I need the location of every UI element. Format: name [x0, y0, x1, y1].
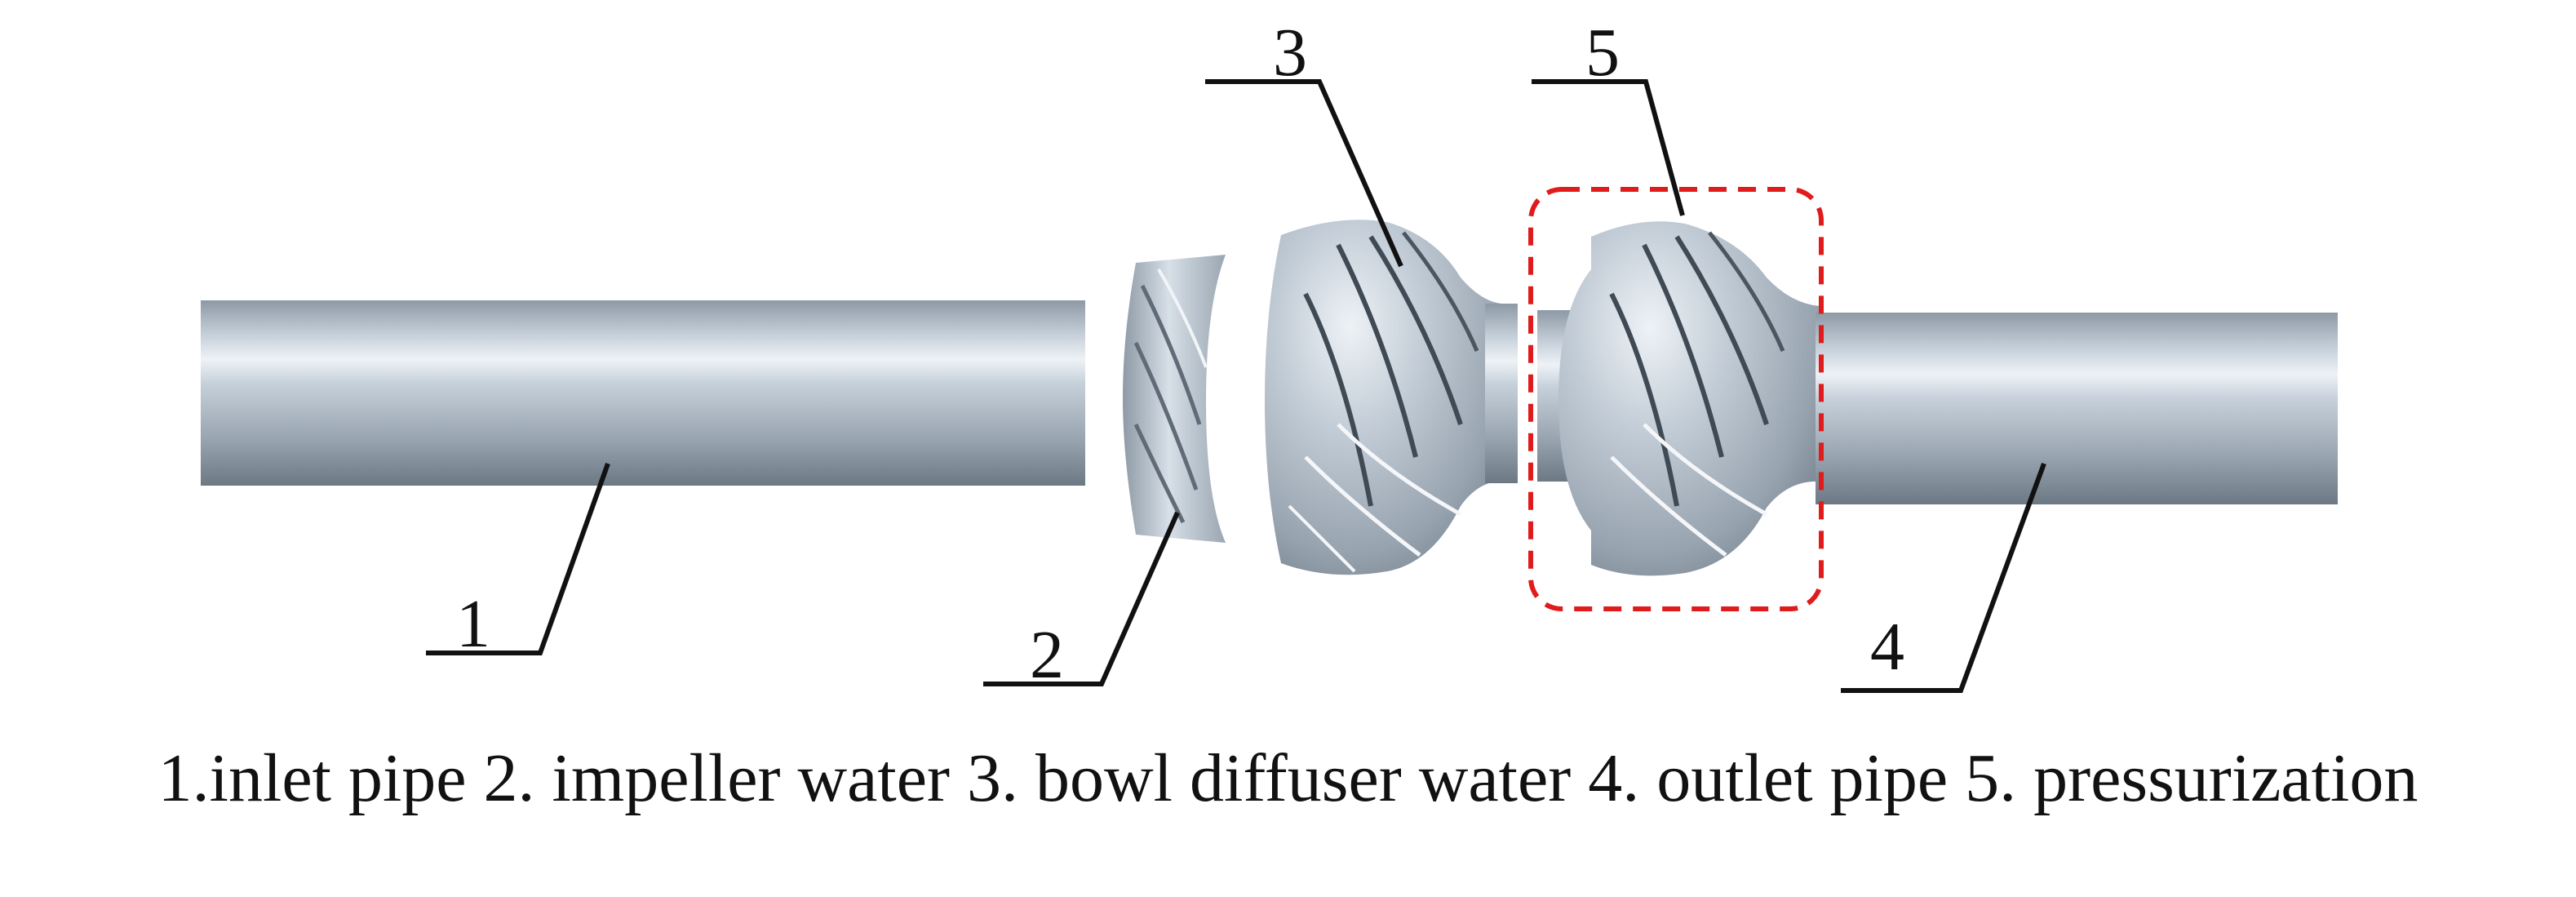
label-5: 5 [1585, 15, 1620, 91]
leader-1 [426, 462, 610, 655]
label-1: 1 [456, 586, 490, 662]
outlet-pipe [1816, 313, 2338, 504]
inlet-pipe [201, 300, 1085, 486]
leader-3 [1205, 79, 1403, 268]
leader-2 [983, 511, 1180, 686]
label-4: 4 [1870, 609, 1904, 685]
leader-4 [1841, 462, 2046, 693]
label-3: 3 [1273, 15, 1307, 91]
leader-lines [426, 79, 2046, 693]
label-2: 2 [1030, 617, 1064, 693]
pressurization-highlight-box [1528, 187, 1824, 611]
pressurization-section [1537, 221, 1820, 576]
impeller [1123, 255, 1226, 543]
figure-caption: 1.inlet pipe 2. impeller water 3. bowl d… [157, 740, 2419, 816]
bowl-diffuser [1265, 220, 1518, 575]
leader-5 [1532, 79, 1685, 216]
